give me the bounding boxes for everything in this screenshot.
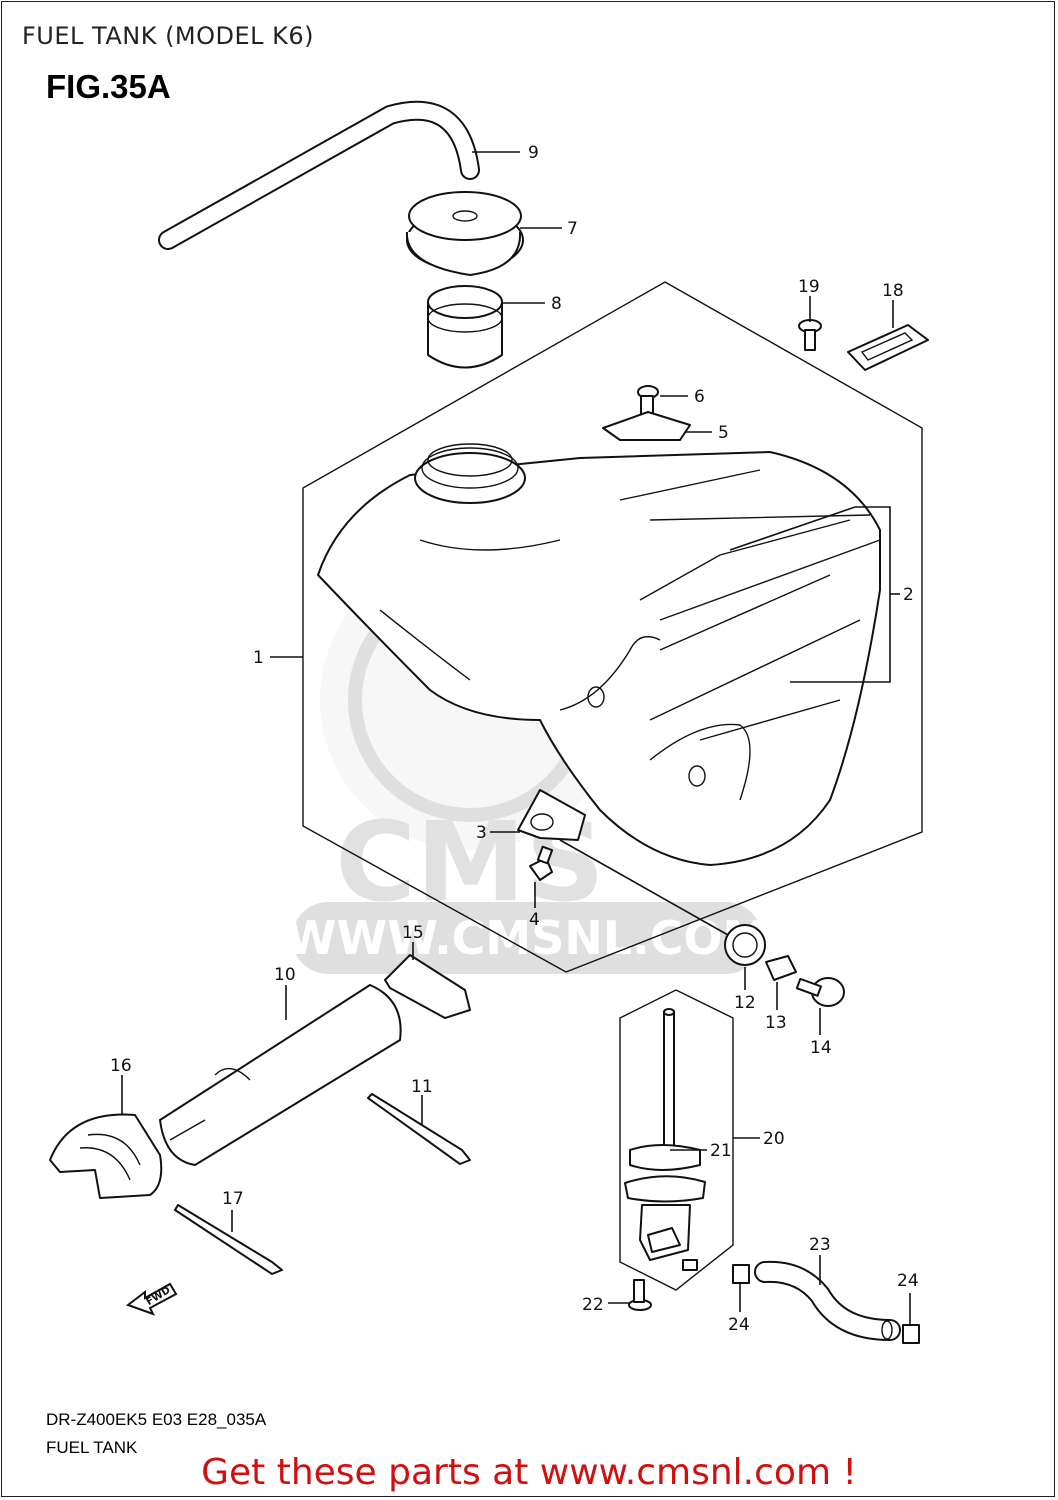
callout-label: 23 (809, 1235, 831, 1255)
forward-arrow-icon: FWD (125, 1282, 178, 1316)
cushion-16 (49, 1113, 163, 1199)
fuel-hose-23 (754, 1260, 901, 1341)
page-title: FUEL TANK (MODEL K6) (22, 22, 315, 50)
callout-label: 12 (734, 993, 756, 1013)
callout-label: 11 (411, 1077, 433, 1097)
screw-22 (628, 1279, 652, 1311)
breather-hose (158, 100, 480, 250)
callout-label: 6 (694, 387, 705, 407)
watermark-url: WWW.CMSNL.COM (286, 911, 769, 965)
callout-label: 8 (551, 294, 562, 314)
fuel-valve (624, 1008, 706, 1271)
bolt-19 (798, 319, 822, 351)
callout-label: 2 (903, 585, 914, 605)
callout-label: 1 (253, 648, 264, 668)
callout-label: 5 (718, 423, 729, 443)
filler-neck-ring (427, 285, 503, 369)
callout-label: 13 (765, 1013, 787, 1033)
callout-label: 10 (274, 965, 296, 985)
callout-label: 14 (810, 1038, 832, 1058)
callout-label: 9 (528, 143, 539, 163)
bolt-14 (795, 977, 845, 1007)
callout-label: 19 (798, 277, 820, 297)
band-17 (174, 1204, 283, 1275)
cushion-5 (602, 411, 691, 441)
callout-label: 4 (529, 910, 540, 930)
fuel-tank (317, 443, 881, 866)
callout-labels: 1 2 3 4 5 6 7 8 9 10 11 12 13 14 15 16 1… (110, 143, 919, 1335)
bolt-6 (637, 385, 659, 415)
grommet-12 (724, 924, 766, 966)
tank-group-outline (302, 281, 923, 973)
callout-label: 24 (897, 1271, 919, 1291)
callout-label: 24 (728, 1315, 750, 1335)
callout-label: 21 (710, 1141, 732, 1161)
leader-lines (121, 151, 911, 1325)
clamp-24a (732, 1264, 750, 1284)
callout-label: 18 (882, 281, 904, 301)
clamp-24b (902, 1324, 920, 1344)
promo-link[interactable]: Get these parts at www.cmsnl.com ! (201, 1452, 857, 1493)
callout-label: 17 (222, 1189, 244, 1209)
callout-label: 15 (402, 923, 424, 943)
callout-label: 20 (763, 1129, 785, 1149)
callout-label: 16 (110, 1056, 132, 1076)
figure-number: FIG.35A (46, 68, 171, 105)
collar-13 (765, 955, 797, 981)
fuel-valve-outline (619, 989, 734, 1291)
fuel-cap (405, 191, 524, 276)
diagram-code: DR-Z400EK5 E03 E28_035A (46, 1410, 267, 1429)
bolt-4 (529, 845, 554, 881)
bracket-18 (847, 324, 929, 371)
fwd-label: FWD (144, 1285, 172, 1308)
callout-label: 22 (582, 1295, 604, 1315)
band-11 (367, 1093, 471, 1165)
heat-shield-10 (159, 984, 402, 1166)
plate-3 (517, 789, 586, 841)
diagram-name: FUEL TANK (46, 1438, 138, 1457)
callout-label: 3 (476, 823, 487, 843)
callout-label: 7 (567, 219, 578, 239)
cushion-15 (384, 954, 471, 1019)
